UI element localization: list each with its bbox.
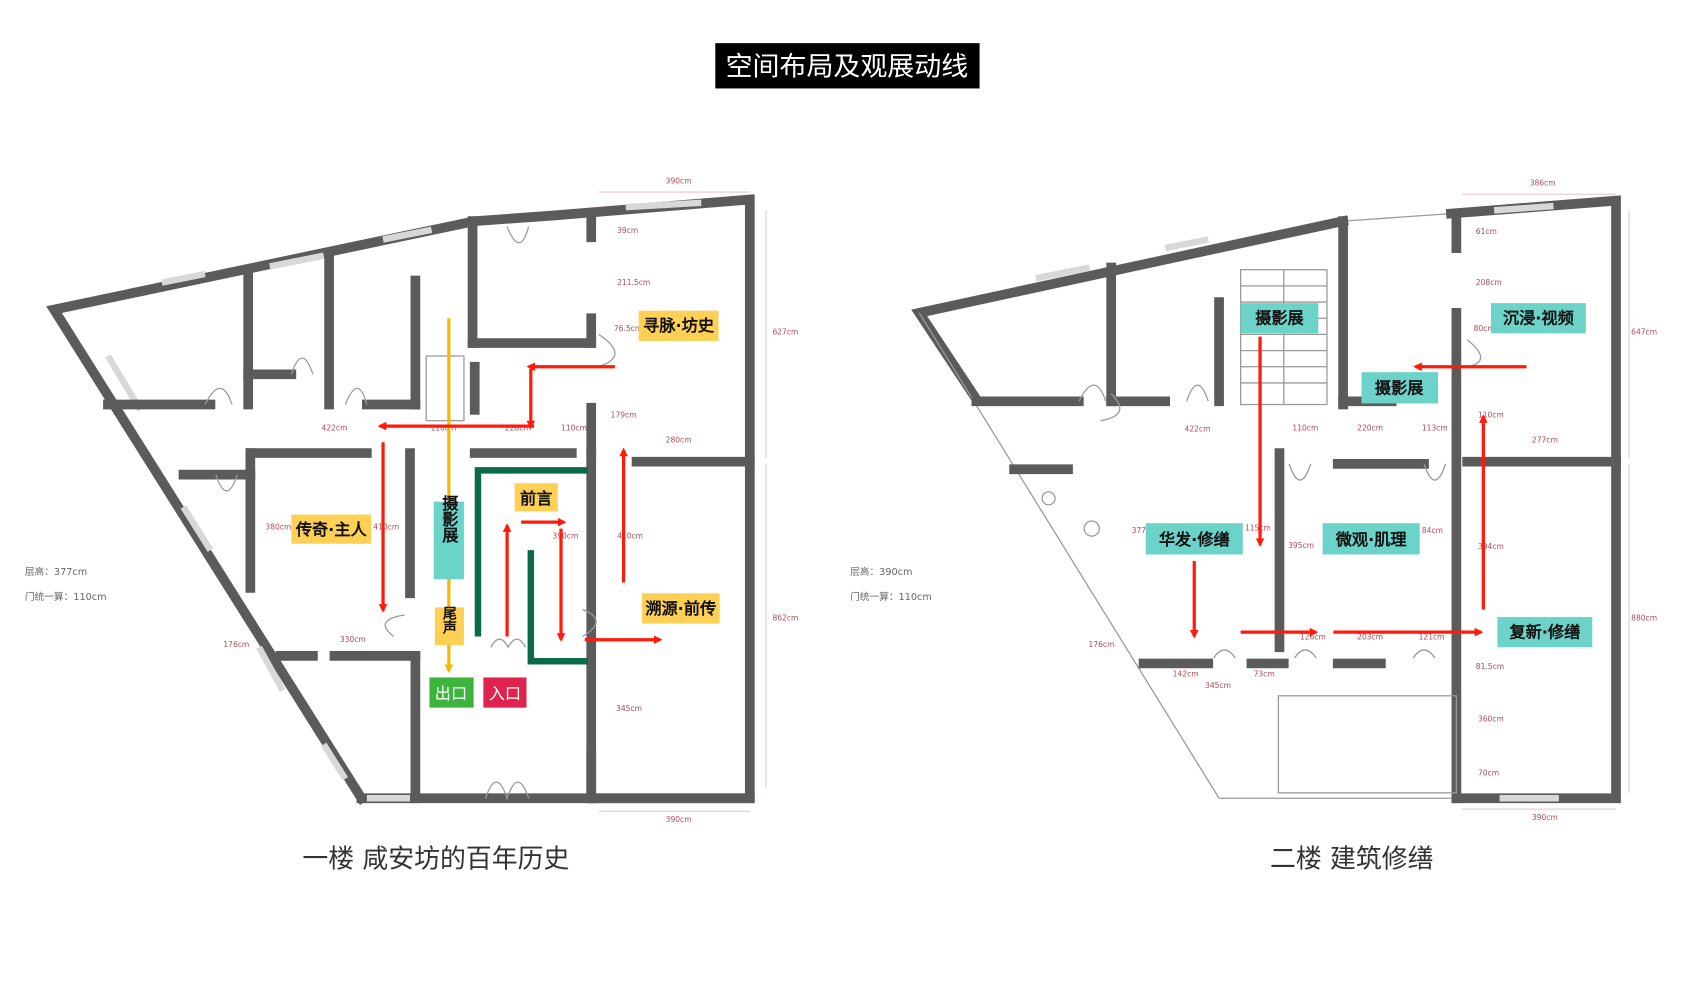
dim-label: 422cm: [322, 423, 348, 432]
room-label-weisheng: 尾声: [441, 606, 458, 635]
room-label-sheying-2: 摄影展: [1375, 379, 1424, 398]
dim-label: 380cm: [265, 523, 291, 532]
dim-label: 70cm: [1478, 769, 1499, 778]
entrance-label: 入口: [489, 684, 521, 703]
dim-label: 176cm: [1089, 640, 1115, 649]
room-label-weiguan: 微观·肌理: [1335, 530, 1407, 549]
dim-label: 627cm: [772, 327, 798, 336]
floor1-plan: 390cm 39cm 211.5cm 76.5cm 627cm 179cm 28…: [25, 176, 798, 874]
dim-label: 345cm: [616, 704, 642, 713]
dim-label: 121cm: [1419, 633, 1445, 642]
room-label-qianyan: 前言: [520, 489, 552, 508]
dim-label: 84cm: [1422, 526, 1443, 535]
dim-label: 110cm: [430, 423, 456, 432]
floor1-dimensions: 390cm 39cm 211.5cm 76.5cm 627cm 179cm 28…: [223, 176, 798, 824]
floor1-caption: 一楼 咸安坊的百年历史: [302, 844, 569, 874]
floor2-routes: [1189, 336, 1527, 639]
dim-label: 113cm: [1422, 423, 1448, 432]
dim-label: 176cm: [223, 640, 249, 649]
room-label-sheying-1: 摄影展: [1255, 309, 1304, 328]
floor1-door-note: 门统一算：110cm: [25, 590, 107, 603]
dim-label: 410cm: [373, 523, 399, 532]
dim-label: 220cm: [505, 423, 531, 432]
dim-label: 211.5cm: [617, 278, 650, 287]
dim-label: 115cm: [1245, 524, 1271, 533]
floor2-caption: 二楼 建筑修缮: [1270, 844, 1433, 874]
floor2-door-note: 门统一算：110cm: [850, 590, 932, 603]
floor1-height-note: 层高：377cm: [25, 565, 87, 578]
dim-label: 179cm: [611, 410, 637, 419]
floor1-room-labels: 寻脉·坊史 传奇·主人 前言 摄影展 尾声 溯源·前传 出口 入口: [291, 310, 720, 708]
room-label-chuanqi: 传奇·主人: [295, 520, 368, 539]
floor2-dimensions: 386cm 61cm 208cm 80cm 647cm 110cm 277cm …: [1089, 179, 1658, 822]
title-box: 空间布局及观展动线: [715, 43, 980, 89]
dim-label: 422cm: [1185, 424, 1211, 433]
dim-label: 395cm: [1288, 541, 1314, 550]
green-route-wall: [474, 467, 588, 637]
room-label-sheying-vertical: 摄影展: [439, 494, 458, 544]
dim-label: 110cm: [561, 423, 587, 432]
room-label-huafa: 华发·修缮: [1159, 530, 1230, 549]
dim-label: 142cm: [1173, 669, 1199, 678]
dim-label: 110cm: [1292, 423, 1318, 432]
dim-label: 81.5cm: [1476, 662, 1504, 671]
dim-label: 61cm: [1476, 227, 1497, 236]
dim-label: 280cm: [666, 435, 692, 444]
dim-label: 410cm: [617, 531, 643, 540]
dim-label: 862cm: [772, 613, 798, 622]
dim-label: 390cm: [552, 531, 578, 540]
room-label-suyuan: 溯源·前传: [645, 599, 716, 618]
room-label-fuxin: 复新·修缮: [1508, 623, 1580, 642]
dim-label: 647cm: [1631, 327, 1657, 336]
dim-label: 73cm: [1254, 669, 1275, 678]
page-title: 空间布局及观展动线: [726, 52, 969, 83]
dim-label: 390cm: [666, 176, 692, 185]
floor2-plan: 386cm 61cm 208cm 80cm 647cm 110cm 277cm …: [850, 179, 1657, 875]
floor2-height-note: 层高：390cm: [850, 565, 912, 578]
dim-label: 390cm: [666, 815, 692, 824]
dim-label: 277cm: [1532, 435, 1558, 444]
dim-label: 394cm: [1478, 542, 1504, 551]
dim-label: 76.5cm: [614, 324, 642, 333]
room-label-xunmai: 寻脉·坊史: [643, 316, 715, 335]
dim-label: 377: [1132, 526, 1147, 535]
dim-label: 220cm: [1357, 423, 1383, 432]
dim-label: 386cm: [1530, 179, 1556, 188]
exit-label: 出口: [435, 684, 467, 703]
floor2-walls: [911, 195, 1621, 804]
dim-label: 126cm: [1300, 633, 1326, 642]
floor2-room-labels: 摄影展 沉浸·视频 摄影展 华发·修缮 微观·肌理 复新·修缮: [1145, 303, 1593, 648]
green-route-wall: [527, 550, 588, 665]
dim-label: 39cm: [617, 226, 638, 235]
dim-label: 208cm: [1476, 278, 1502, 287]
dim-label: 345cm: [1205, 681, 1231, 690]
dim-label: 330cm: [340, 635, 366, 644]
dim-label: 110cm: [1478, 410, 1504, 419]
dim-label: 880cm: [1631, 613, 1657, 622]
room-label-chenjin: 沉浸·视频: [1503, 309, 1575, 328]
dim-label: 80cm: [1474, 324, 1495, 333]
dim-label: 360cm: [1478, 715, 1504, 724]
dim-label: 203cm: [1357, 633, 1383, 642]
dim-label: 390cm: [1532, 813, 1558, 822]
floor1-walls: [46, 194, 755, 805]
